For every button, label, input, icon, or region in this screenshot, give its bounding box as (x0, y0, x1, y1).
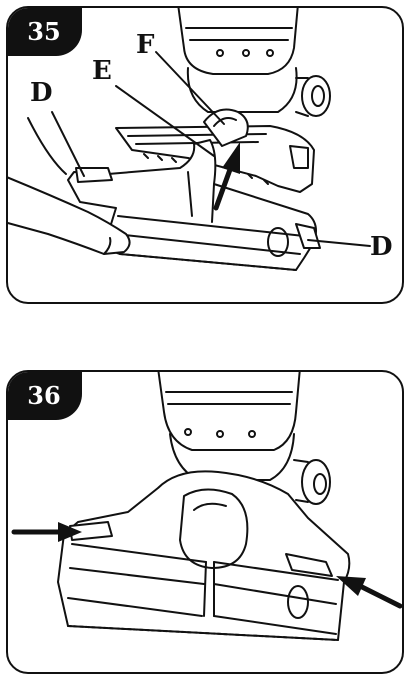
label-d-left: D (30, 78, 53, 108)
step-36-illustration (11, 372, 402, 641)
label-d-left-leader (51, 111, 85, 177)
push-arrow-icon (213, 142, 240, 211)
step-number-badge: 35 (8, 8, 82, 56)
wheel-icon (301, 75, 331, 117)
step-number-badge: 36 (8, 372, 82, 420)
label-d-right: D (370, 232, 393, 262)
label-d-right-leader (307, 239, 371, 247)
step-35-illustration (8, 8, 371, 271)
vacuum-body (157, 372, 301, 451)
hand-icon (8, 176, 131, 255)
label-e: E (92, 56, 112, 86)
left-push-arrow-icon (11, 522, 82, 542)
step-36-panel: 36 (6, 370, 404, 674)
vacuum-nozzle-icon (57, 470, 351, 641)
label-f-leader (155, 51, 225, 125)
right-push-arrow-icon (336, 576, 402, 609)
label-f: F (136, 30, 155, 60)
step-35-panel: 35 (6, 6, 404, 304)
label-e-leader (115, 85, 215, 157)
